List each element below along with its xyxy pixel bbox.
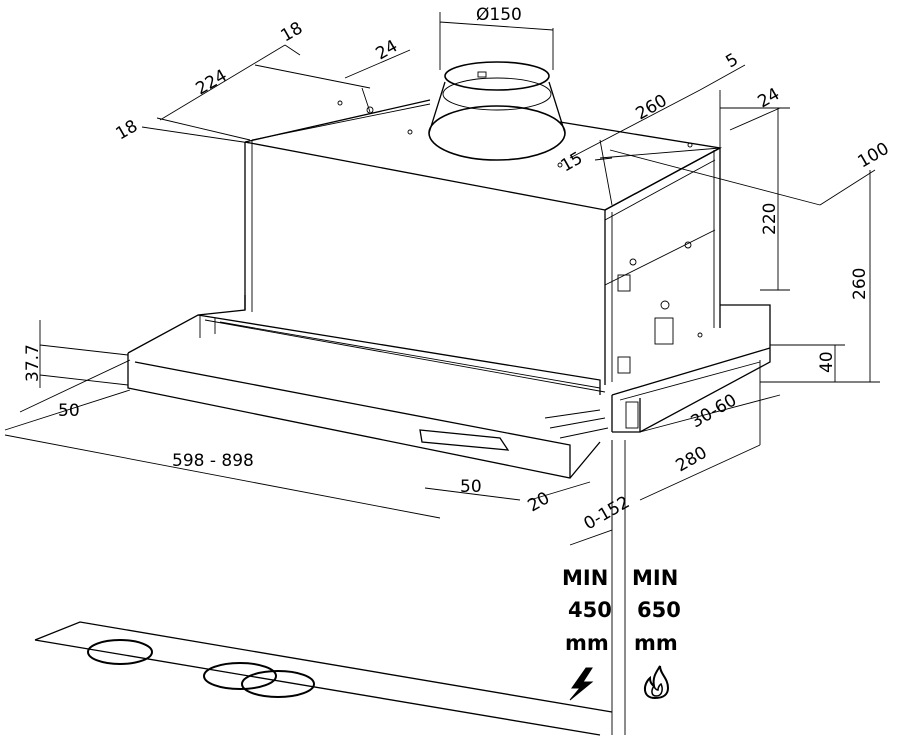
dim-37-7: 37.7 xyxy=(23,344,43,382)
dim-top-18-right: 18 xyxy=(278,18,307,46)
gas-min-label: MIN xyxy=(632,566,678,590)
dim-224: 224 xyxy=(193,66,231,100)
cooktop xyxy=(34,621,613,736)
electric-min-label: MIN xyxy=(562,566,608,590)
dim-30-60: 30-60 xyxy=(688,390,741,432)
dim-15: 15 xyxy=(558,148,587,176)
lightning-icon xyxy=(569,667,594,701)
dim-bottom-50: 50 xyxy=(460,477,482,497)
dim-220: 220 xyxy=(760,203,780,235)
dim-5: 5 xyxy=(723,50,742,73)
exhaust-duct xyxy=(428,61,566,161)
hood-body xyxy=(244,99,722,385)
dim-100: 100 xyxy=(855,139,893,173)
dim-left-18: 18 xyxy=(113,116,142,144)
dim-top-24: 24 xyxy=(373,36,402,64)
slide-out-panel xyxy=(127,295,771,479)
dim-duct-diameter: Ø150 xyxy=(476,5,522,25)
electric-unit: mm xyxy=(565,631,609,655)
flame-icon xyxy=(644,665,670,700)
electric-distance-value: 450 xyxy=(568,598,612,622)
dim-280: 280 xyxy=(673,443,711,477)
dim-20: 20 xyxy=(525,488,554,516)
dim-40: 40 xyxy=(817,351,837,373)
dim-depth-260: 260 xyxy=(633,91,671,125)
dim-left-50: 50 xyxy=(58,401,80,421)
clearance-gas: MIN 650 mm xyxy=(632,566,681,700)
dim-height-260: 260 xyxy=(850,268,870,300)
clearance-electric: MIN 450 mm xyxy=(562,566,612,701)
dimension-lines xyxy=(4,12,880,735)
gas-unit: mm xyxy=(634,631,678,655)
gas-distance-value: 650 xyxy=(637,598,681,622)
dim-width-range: 598 - 898 xyxy=(172,451,254,471)
